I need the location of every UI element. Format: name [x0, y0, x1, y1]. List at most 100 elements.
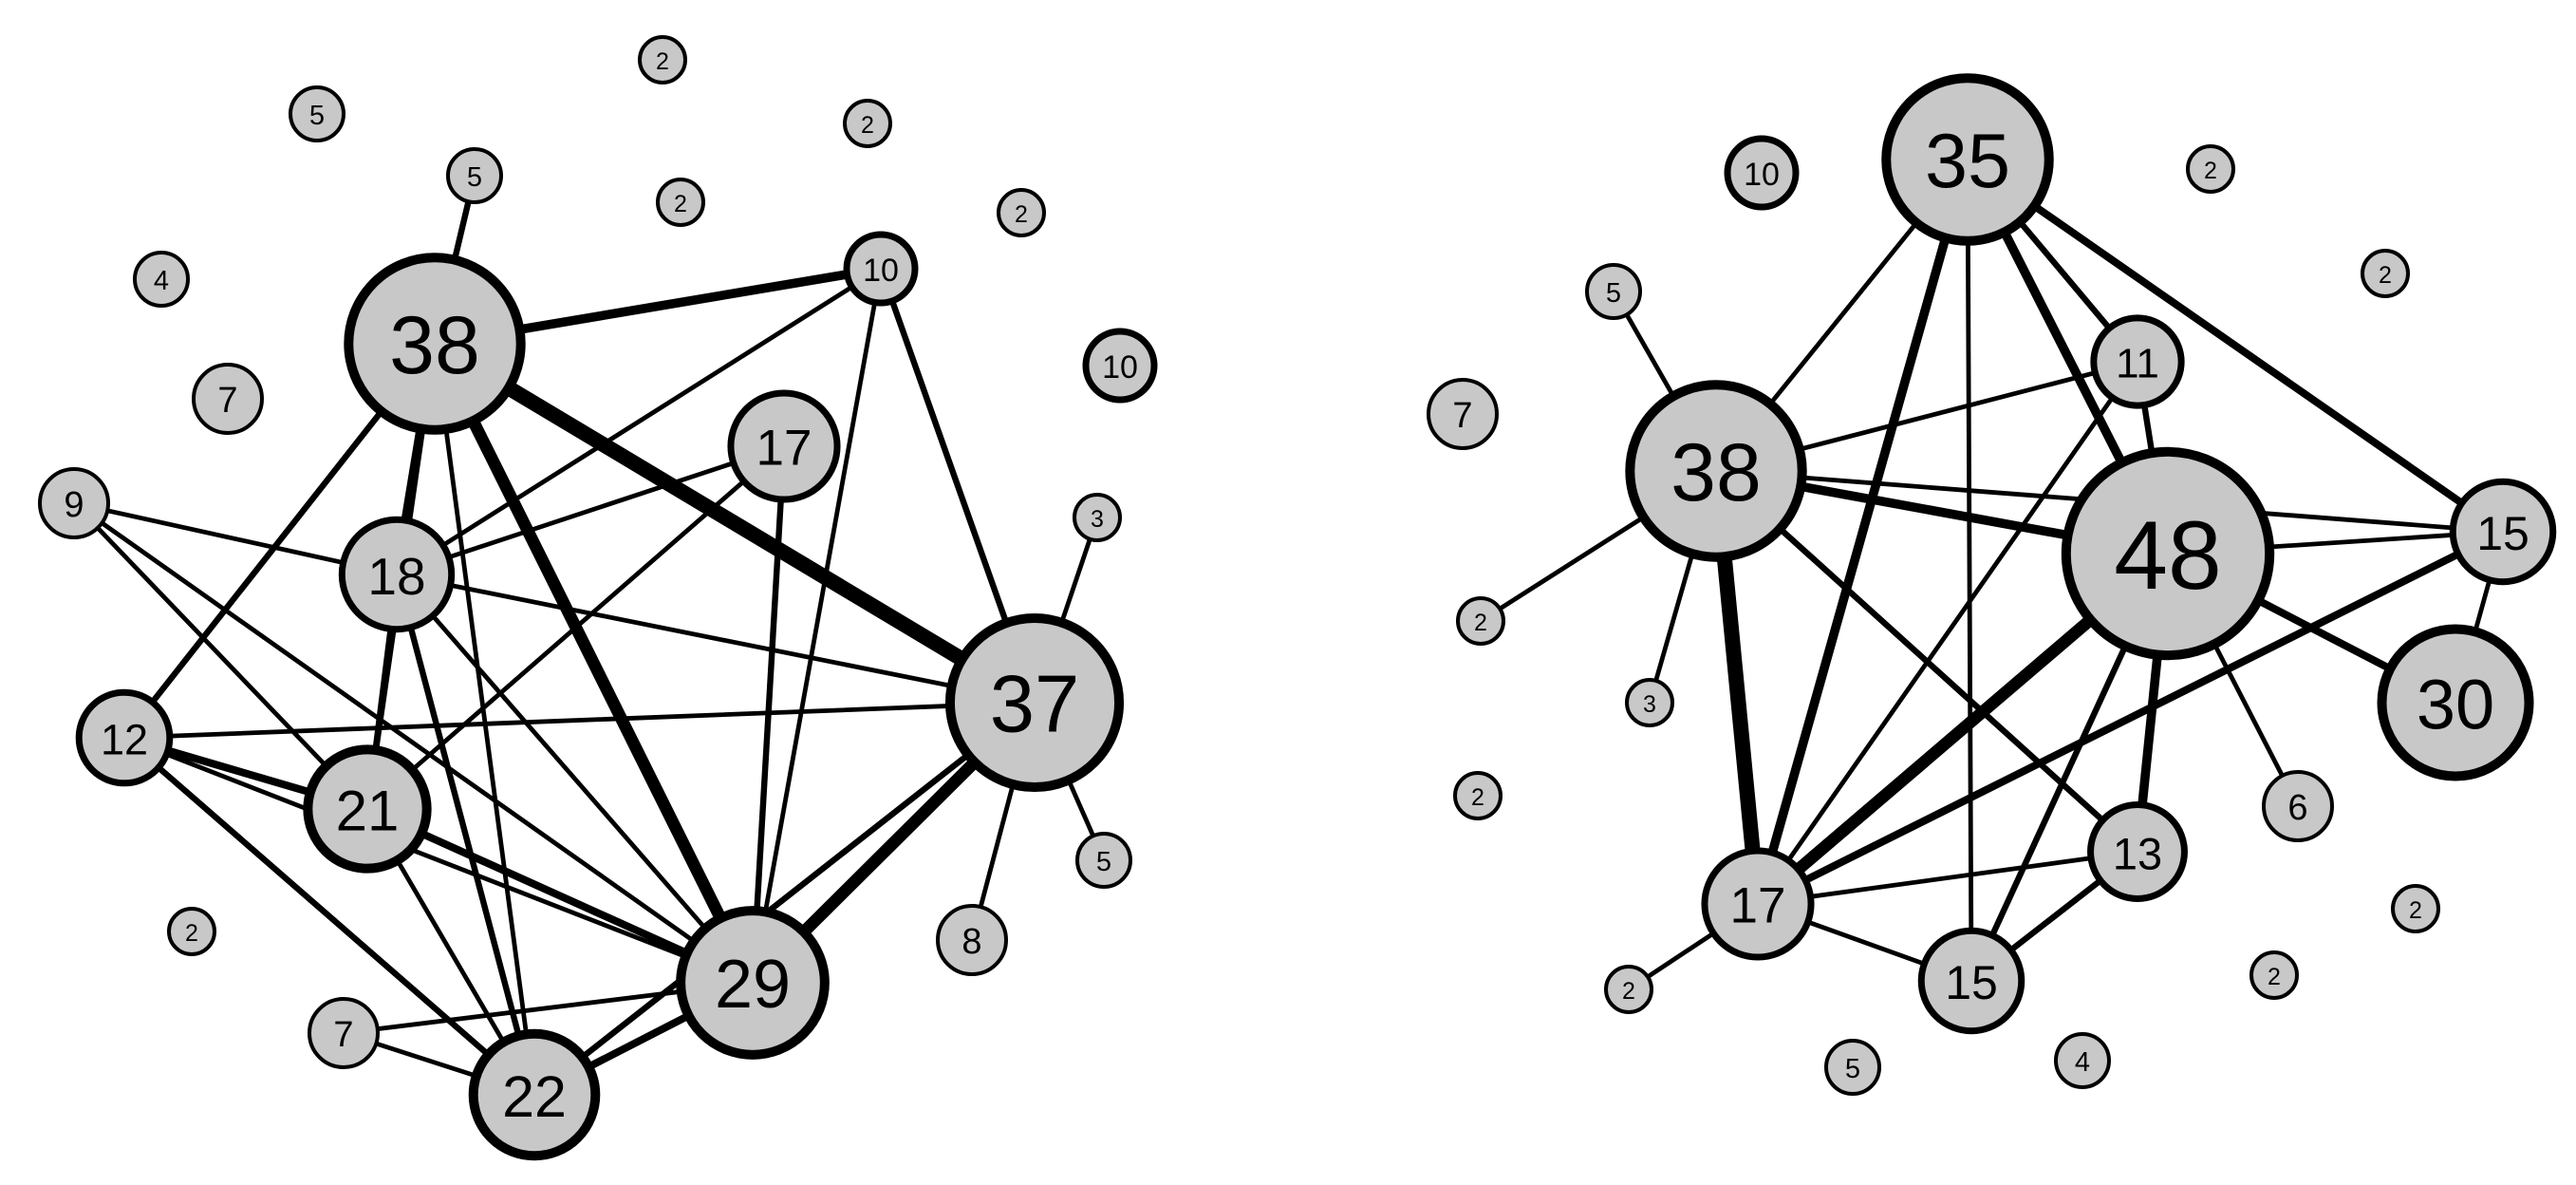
node-circle	[2090, 314, 2185, 409]
node-circle	[308, 997, 380, 1069]
node-circle	[1585, 263, 1642, 320]
node-R2b: 2	[2186, 144, 2235, 194]
node-label: 6	[2287, 788, 2307, 828]
node-label: 5	[309, 101, 325, 131]
node-circle	[2054, 1032, 2111, 1089]
node-label: 11	[2116, 341, 2159, 387]
node-L2a: 2	[638, 35, 687, 85]
edge-L37-L12	[121, 700, 1037, 741]
node-circle	[843, 231, 919, 307]
node-L12: 12	[75, 688, 174, 787]
edge-L10a-L18	[394, 266, 884, 577]
node-circle	[656, 178, 705, 227]
node-label: 7	[333, 1015, 353, 1055]
node-R6: 6	[2262, 770, 2334, 842]
node-R2g: 2	[2249, 950, 2299, 1000]
node-L5a: 5	[446, 147, 503, 204]
node-label: 18	[367, 547, 425, 606]
node-label: 2	[1474, 610, 1487, 636]
node-label: 48	[2114, 501, 2221, 610]
node-circle	[2391, 884, 2440, 933]
node-label: 2	[861, 112, 874, 139]
edge-R35-R15b	[1965, 157, 1974, 984]
node-R5a: 5	[1585, 263, 1642, 320]
node-label: 2	[185, 920, 198, 947]
node-L5b: 5	[289, 85, 345, 142]
node-circle	[1824, 1039, 1881, 1096]
node-label: 30	[2417, 666, 2494, 744]
node-L10a: 10	[843, 231, 919, 307]
node-L21: 21	[303, 744, 432, 874]
edge-L9-L21	[71, 500, 370, 812]
node-label: 2	[656, 48, 669, 75]
edge-L12-L22	[121, 734, 538, 1099]
node-label: 10	[863, 253, 899, 289]
edge-L37-L22	[531, 699, 1038, 1099]
node-circle	[446, 147, 503, 204]
edge-L37-L18	[394, 572, 1037, 705]
node-circle	[727, 389, 841, 503]
edge-L10a-L29	[750, 266, 884, 986]
node-label: 2	[674, 191, 687, 217]
node-L2c: 2	[656, 178, 705, 227]
node-label: 5	[1606, 278, 1621, 309]
node-R3: 3	[1625, 678, 1674, 727]
edge-L38-L37	[427, 336, 1042, 710]
edge-L17-L18	[394, 443, 787, 577]
node-circle	[1073, 493, 1122, 542]
node-R10: 10	[1724, 135, 1800, 211]
node-label: 9	[64, 485, 84, 525]
node-circle	[676, 906, 830, 1060]
node-circle	[133, 251, 190, 308]
node-L8: 8	[936, 904, 1008, 976]
node-circle	[303, 744, 432, 874]
node-circle	[167, 907, 216, 956]
node-L3: 3	[1073, 493, 1122, 542]
edge-R17-R13	[1755, 849, 2140, 907]
node-label: 38	[389, 300, 480, 391]
node-label: 5	[1096, 847, 1111, 877]
node-label: 38	[1671, 427, 1762, 518]
node-label: 17	[756, 421, 812, 477]
node-L29: 29	[676, 906, 830, 1060]
node-circle	[1604, 965, 1653, 1014]
node-R15b: 15	[1917, 927, 2025, 1035]
node-circle	[1724, 135, 1800, 211]
node-circle	[1701, 847, 1815, 961]
node-R2f: 2	[2391, 884, 2440, 933]
node-circle	[2449, 478, 2557, 586]
node-R2a: 2	[1456, 596, 1505, 646]
node-label: 2	[2204, 158, 2217, 184]
node-label: 4	[154, 266, 169, 296]
node-R30: 30	[2377, 624, 2534, 781]
node-label: 10	[1744, 157, 1780, 193]
node-R48: 48	[2061, 446, 2275, 661]
node-circle	[1917, 927, 2025, 1035]
node-label: 21	[336, 780, 400, 843]
node-circle	[1456, 596, 1505, 646]
node-label: 2	[1471, 784, 1484, 811]
edge-R17-R15a	[1754, 528, 2507, 908]
node-label: 2	[2379, 262, 2392, 289]
node-R11: 11	[2090, 314, 2185, 409]
node-circle	[75, 688, 174, 787]
node-label: 5	[467, 162, 482, 193]
node-label: 7	[1452, 396, 1472, 436]
node-circle	[344, 253, 526, 435]
node-L38: 38	[344, 253, 526, 435]
edge-L12-L29	[121, 735, 756, 986]
node-circle	[1881, 73, 2054, 246]
node-circle	[1625, 380, 1807, 562]
node-circle	[468, 1028, 601, 1161]
node-label: 35	[1925, 119, 2010, 204]
node-R13: 13	[2087, 801, 2188, 902]
node-L7b: 7	[308, 997, 380, 1069]
edge-L18-L29	[394, 572, 756, 986]
node-label: 3	[1091, 506, 1104, 533]
node-label: 17	[1730, 878, 1786, 934]
node-circle	[1453, 771, 1503, 820]
node-label: 2	[1015, 201, 1028, 228]
edge-L18-L22	[393, 571, 538, 1099]
